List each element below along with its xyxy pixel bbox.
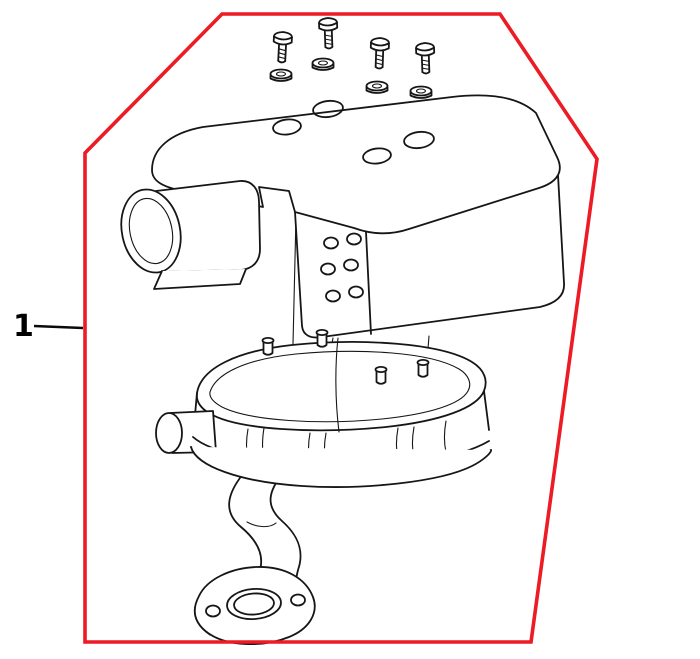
cover-louver-holes (320, 232, 364, 303)
bolt-icon (317, 16, 339, 50)
muffler-body-drawing (155, 328, 492, 587)
washer-icon (365, 80, 389, 94)
bolt-icon (414, 41, 436, 75)
mounting-bolts (271, 16, 436, 75)
bolt-icon (369, 36, 391, 70)
stud-icon (416, 358, 430, 378)
stud-icon (374, 365, 388, 385)
muffler-cover-drawing (120, 94, 565, 339)
washer-icon (311, 57, 335, 71)
bolt-icon (271, 30, 294, 64)
cover-outlet-spout-drawing (120, 180, 261, 290)
callout-border (83, 12, 599, 644)
washer-icon (409, 85, 433, 99)
callout-label: 1 (13, 309, 34, 344)
muffler-inlet-stub-drawing (155, 410, 217, 454)
callout-leader-line (33, 324, 84, 330)
washer-icon (269, 68, 293, 82)
washers (269, 57, 433, 99)
exhaust-flange-drawing (193, 566, 316, 645)
stud-icon (315, 328, 329, 348)
exhaust-pipe-drawing (228, 471, 302, 587)
stud-icon (261, 336, 275, 356)
